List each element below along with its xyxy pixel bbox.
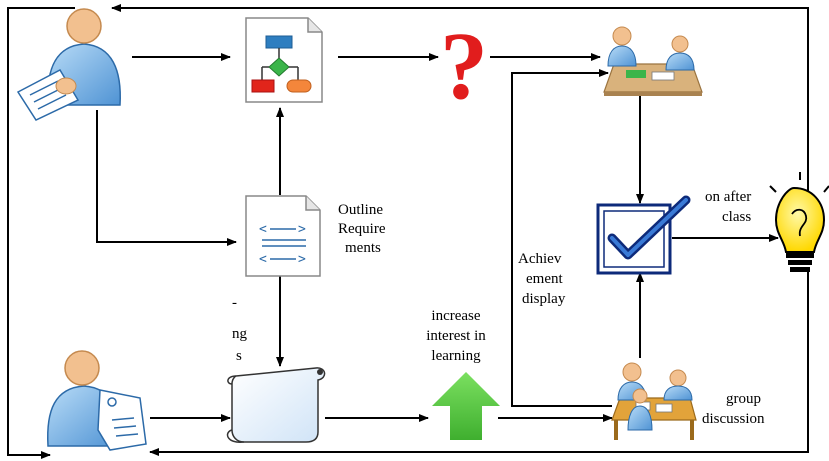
svg-text:>: > xyxy=(298,222,306,237)
teacher-to-outline-arrow xyxy=(96,110,237,246)
group-discussion-label: group discussion xyxy=(702,391,765,427)
flowchart-document-icon xyxy=(245,17,323,103)
group-table-icon xyxy=(611,362,697,440)
partial-label: - ng s xyxy=(232,295,248,364)
connectors xyxy=(7,4,809,459)
after-class-label: on after class xyxy=(705,189,751,225)
light-bulb-icon xyxy=(769,172,829,272)
loop-bottom-arrow xyxy=(149,270,809,456)
svg-text:Achiev: Achiev xyxy=(518,251,562,267)
increase-interest-label: increase interest in learning xyxy=(426,308,486,364)
svg-text:learning: learning xyxy=(431,348,481,364)
svg-text:interest in: interest in xyxy=(426,328,486,344)
svg-text:Outline: Outline xyxy=(338,202,383,218)
svg-text:>: > xyxy=(298,252,306,267)
scroll-icon xyxy=(226,367,326,443)
green-up-arrow-icon xyxy=(432,372,500,440)
svg-text:<: < xyxy=(259,222,267,237)
checkbox-check-icon xyxy=(596,195,691,275)
achievement-display-label: Achiev ement display xyxy=(518,251,566,307)
group-to-meeting-arrow xyxy=(511,69,612,407)
svg-text:Require: Require xyxy=(338,221,386,237)
svg-text:discussion: discussion xyxy=(702,411,765,427)
svg-text:-: - xyxy=(232,295,237,311)
svg-text:s: s xyxy=(236,348,242,364)
svg-text:ement: ement xyxy=(526,271,563,287)
svg-text:<: < xyxy=(259,252,267,267)
svg-text:ng: ng xyxy=(232,326,248,342)
question-mark-icon: ? xyxy=(440,12,488,119)
student-with-tag-icon xyxy=(46,350,147,451)
loop-top-arrow xyxy=(111,4,809,232)
outline-requirements-label: Outline Require ments xyxy=(338,202,386,256)
meeting-table-icon xyxy=(603,26,703,96)
svg-text:on after: on after xyxy=(705,189,751,205)
code-document-icon: < > < > xyxy=(245,195,321,277)
left-loop-arrow xyxy=(7,7,75,459)
svg-text:ments: ments xyxy=(345,240,381,256)
teacher-with-document-icon xyxy=(16,8,121,121)
svg-text:increase: increase xyxy=(431,308,480,324)
svg-text:class: class xyxy=(722,209,751,225)
svg-text:display: display xyxy=(522,291,566,307)
svg-text:group: group xyxy=(726,391,761,407)
